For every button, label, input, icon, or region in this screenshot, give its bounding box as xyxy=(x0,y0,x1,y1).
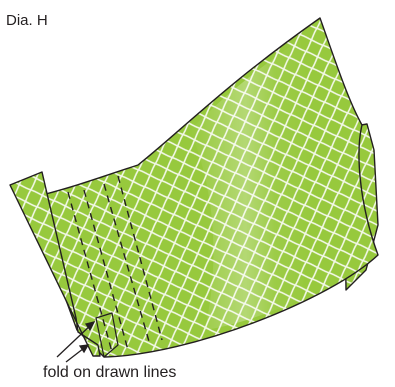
diagram-label: Dia. H xyxy=(6,12,48,29)
fabric-sheen xyxy=(190,40,314,330)
fold-lines xyxy=(67,175,163,353)
callout-arrows xyxy=(56,321,96,363)
fold-line-3 xyxy=(103,183,151,346)
fold-callout-text: fold on drawn lines xyxy=(43,364,177,381)
fold-line-2 xyxy=(83,189,129,351)
fabric-folded-strip xyxy=(9,171,101,357)
fold-line-1 xyxy=(67,191,113,353)
fold-line-4 xyxy=(117,175,163,341)
